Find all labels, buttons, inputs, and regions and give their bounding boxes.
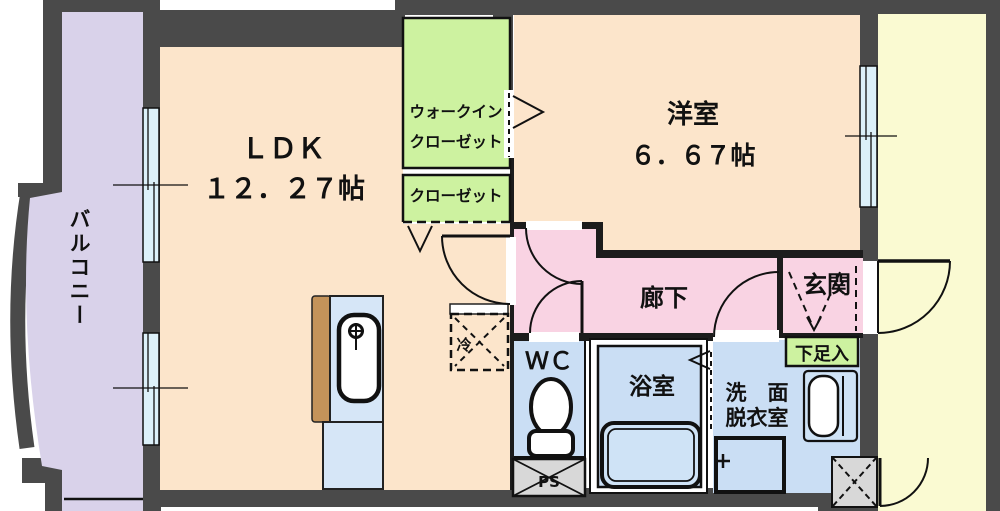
opening-wc-door	[529, 332, 579, 342]
wall-bedroom-hall	[598, 250, 863, 258]
walk-in-closet-label-1: ウォークイン	[409, 103, 502, 121]
refrigerator-shelf	[449, 303, 509, 315]
ldk-door-arc	[441, 235, 511, 305]
washbasin-bowl-icon	[807, 374, 840, 438]
toilet-label: ＷＣ	[525, 347, 573, 375]
wall-balcony-top	[43, 0, 160, 14]
washroom-label-1: 洗 面	[726, 381, 789, 405]
room-western	[514, 15, 860, 250]
bathroom-door-arrow-icon	[687, 350, 711, 370]
kitchen	[311, 295, 384, 490]
washroom-door-arc	[713, 271, 780, 338]
pipe-space-label: PS	[538, 473, 560, 491]
bathtub-icon	[600, 421, 702, 489]
wall-entrance-bottom	[781, 333, 863, 338]
meter-box-door-arc	[879, 457, 929, 507]
bathroom-label: 浴室	[629, 373, 675, 400]
kitchen-panel	[311, 295, 332, 423]
ldk-label: ＬＤＫ	[241, 132, 325, 165]
closets	[401, 16, 546, 254]
hallway-label: 廊下	[640, 284, 688, 312]
entrance-swing-arrow-icon	[806, 316, 822, 333]
wc-door-arc	[529, 280, 583, 334]
wall-balcony-left-lower	[45, 463, 62, 511]
windows	[113, 65, 897, 446]
washing-machine-space	[714, 436, 786, 494]
room-labels: バルコニー ＬＤＫ １２．２７帖 ウォークイン クローゼット クローゼット 洋室…	[67, 99, 851, 491]
wall-balcony-curve	[10, 190, 36, 450]
bathtub-inner-line	[607, 428, 695, 482]
room-hallway	[514, 228, 777, 333]
shoe-cabinet-box	[784, 335, 860, 368]
toilet-fixtures	[527, 377, 575, 458]
toilet-bowl-icon	[529, 377, 573, 437]
opening-ldk-door	[506, 237, 516, 305]
kitchen-faucet-cross	[348, 323, 364, 350]
window-balcony-2	[142, 332, 160, 446]
pipe-space	[511, 457, 587, 498]
kitchen-sink	[336, 312, 382, 404]
wic-door-arrow-icon	[512, 95, 546, 129]
room-balcony	[26, 12, 143, 511]
western-room-area-label: ６．６７帖	[630, 141, 755, 170]
toilet-tank-icon	[527, 429, 575, 458]
walk-in-closet-label-2: クローゼット	[409, 132, 502, 151]
opening-washroom-door	[713, 330, 779, 342]
washroom-fixtures	[714, 335, 860, 494]
wall-ldk-top-thick	[143, 10, 405, 47]
western-room-label: 洋室	[667, 99, 719, 130]
opening-bedroom-door	[526, 221, 582, 230]
entrance-label: 玄関	[803, 271, 851, 299]
window-balcony-2-frame	[113, 333, 188, 445]
wall-ldk-nook-upper	[510, 156, 514, 239]
entrance-door-arc	[877, 260, 951, 334]
balcony-label: バルコニー	[67, 208, 91, 328]
refrigerator-x-icon	[454, 317, 505, 367]
wall-top-thin	[395, 0, 1000, 15]
opening-entrance-door	[863, 261, 878, 334]
refrigerator-space: 冷	[449, 303, 510, 372]
room-entrance	[783, 258, 863, 334]
bathroom	[589, 338, 712, 494]
meter-box-x-icon	[831, 456, 878, 508]
shoe-cabinet-label: 下足入	[795, 344, 849, 365]
closet-label: クローゼット	[409, 186, 502, 205]
room-ldk	[160, 47, 512, 490]
wall-building-right	[986, 0, 1000, 511]
window-bedroom-frame	[845, 66, 897, 207]
refrigerator-dashed-box	[449, 312, 510, 372]
washer-faucet-icon	[716, 454, 730, 468]
meter-box	[831, 456, 878, 508]
room-closet	[401, 173, 512, 222]
doors	[441, 227, 951, 507]
wall-hall-entrance	[777, 256, 783, 338]
wall-hall-bottom	[510, 333, 713, 341]
pipe-space-x-icon	[512, 458, 586, 497]
wall-ldk-wc	[510, 303, 514, 490]
kitchen-counter-lower	[322, 421, 384, 490]
refrigerator-label: 冷	[456, 336, 471, 354]
washroom-label-2: 脱衣室	[726, 406, 789, 430]
closet-door-swing-icon	[407, 225, 433, 254]
ldk-area-label: １２．２７帖	[203, 174, 365, 205]
wall-balcony-left-upper	[43, 0, 62, 192]
window-balcony-1-frame	[113, 108, 188, 262]
wall-joint	[596, 222, 603, 258]
